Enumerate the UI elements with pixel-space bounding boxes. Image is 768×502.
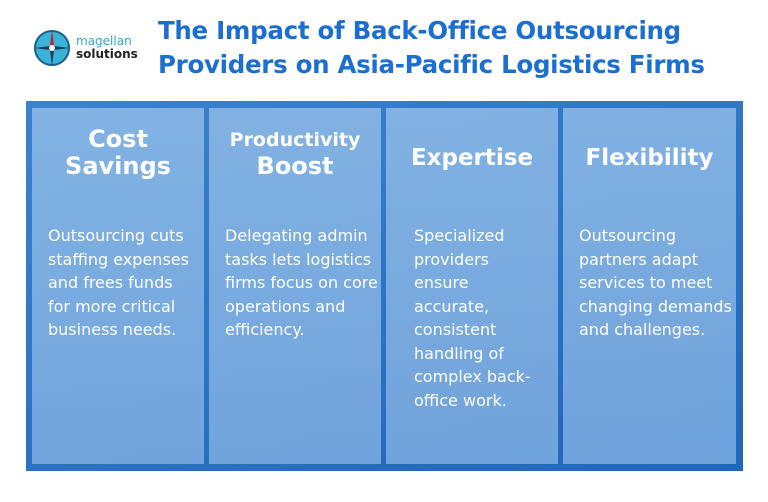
title-line-2: Providers on Asia-Pacific Logistics Firm… [158,50,705,79]
logo-text-magellan: magellan [76,34,132,48]
panel-heading: Productivity [229,129,361,151]
panel-cost-savings: Cost Savings Outsourcing cuts staffing e… [32,108,204,464]
logo-text-solutions: solutions [76,47,138,61]
panel-heading: Expertise [410,145,534,171]
panel-heading: Boost [256,152,334,180]
page-title: The Impact of Back-Office Outsourcing Pr… [158,14,758,82]
panel-heading: Savings [65,152,171,180]
panel-text: Outsourcing partners adapt services to m… [579,226,732,339]
magellan-logo: magellan solutions [32,28,138,68]
panel-expertise: Expertise Specialized providers ensure a… [386,108,558,464]
panel-flexibility: Flexibility Outsourcing partners adapt s… [563,108,736,464]
panel-productivity-boost: Productivity Boost Delegating admin task… [209,108,381,464]
benefits-frame: Cost Savings Outsourcing cuts staffing e… [26,101,743,471]
panel-text: Delegating admin tasks lets logistics fi… [225,226,378,339]
compass-icon [34,30,70,66]
panel-text: Specialized providers ensure accurate, c… [414,226,531,410]
panel-heading: Flexibility [585,145,714,171]
title-line-1: The Impact of Back-Office Outsourcing [158,16,681,45]
panel-text: Outsourcing cuts staffing expenses and f… [48,226,189,339]
panel-heading: Cost [88,125,148,153]
